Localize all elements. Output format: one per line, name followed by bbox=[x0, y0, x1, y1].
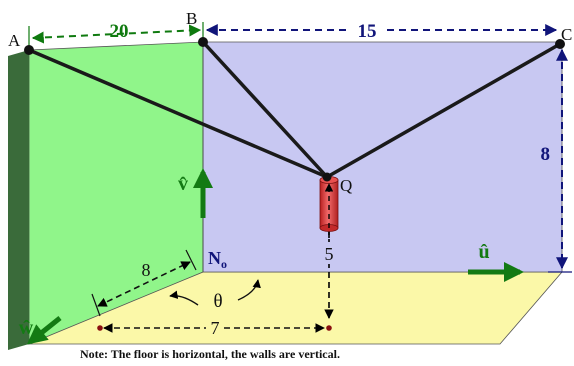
left-wall-edge bbox=[8, 50, 29, 350]
unit-vector-v: v̂ bbox=[178, 168, 213, 218]
cable-CQ bbox=[325, 42, 562, 179]
point-B-marker bbox=[198, 37, 208, 47]
back-wall-plane bbox=[202, 41, 563, 273]
point-B-label: B bbox=[186, 9, 197, 28]
cables bbox=[27, 40, 562, 179]
unit-vector-v-label: v̂ bbox=[178, 173, 188, 195]
note-text: Note: The floor is horizontal, the walls… bbox=[80, 347, 340, 361]
theta-label: θ bbox=[213, 291, 222, 312]
floor-point-right bbox=[326, 325, 332, 331]
dim-floor-7-label-bg bbox=[206, 316, 224, 338]
point-A-label: A bbox=[8, 31, 21, 50]
theta-arc-right bbox=[237, 279, 261, 301]
unit-vector-w-label: ŵ bbox=[19, 317, 34, 339]
unit-vector-w: ŵ bbox=[19, 316, 62, 345]
dim-floor-8-label: 8 bbox=[142, 260, 151, 280]
dim-Q-height-label-bg bbox=[319, 242, 339, 264]
unit-vector-u: û bbox=[468, 241, 524, 282]
origin-label: No bbox=[208, 248, 227, 271]
theta-arc-left bbox=[169, 290, 199, 306]
point-A-marker bbox=[24, 45, 34, 55]
point-Q-label: Q bbox=[340, 176, 352, 195]
cable-AQ bbox=[27, 48, 329, 179]
dim-AB-label: 20 bbox=[110, 21, 129, 42]
dim-floor-7-label: 7 bbox=[211, 318, 220, 338]
dim-AB-line bbox=[31, 24, 202, 44]
dim-BC-label-bg bbox=[350, 18, 384, 40]
point-C-marker bbox=[555, 39, 565, 49]
dim-floor-8-tick-top bbox=[185, 249, 197, 271]
dim-BC-label: 15 bbox=[358, 21, 377, 42]
floor-point-left bbox=[97, 325, 103, 331]
dim-floor-8-tick-bottom bbox=[91, 293, 101, 317]
point-Q-marker bbox=[322, 172, 332, 182]
dim-floor-8-line bbox=[97, 261, 191, 307]
point-C-label: C bbox=[561, 25, 572, 44]
unit-vector-u-label: û bbox=[478, 241, 489, 263]
cable-BQ bbox=[201, 40, 329, 179]
dim-C-height-label: 8 bbox=[541, 144, 551, 165]
dim-Q-height-label: 5 bbox=[325, 244, 334, 264]
